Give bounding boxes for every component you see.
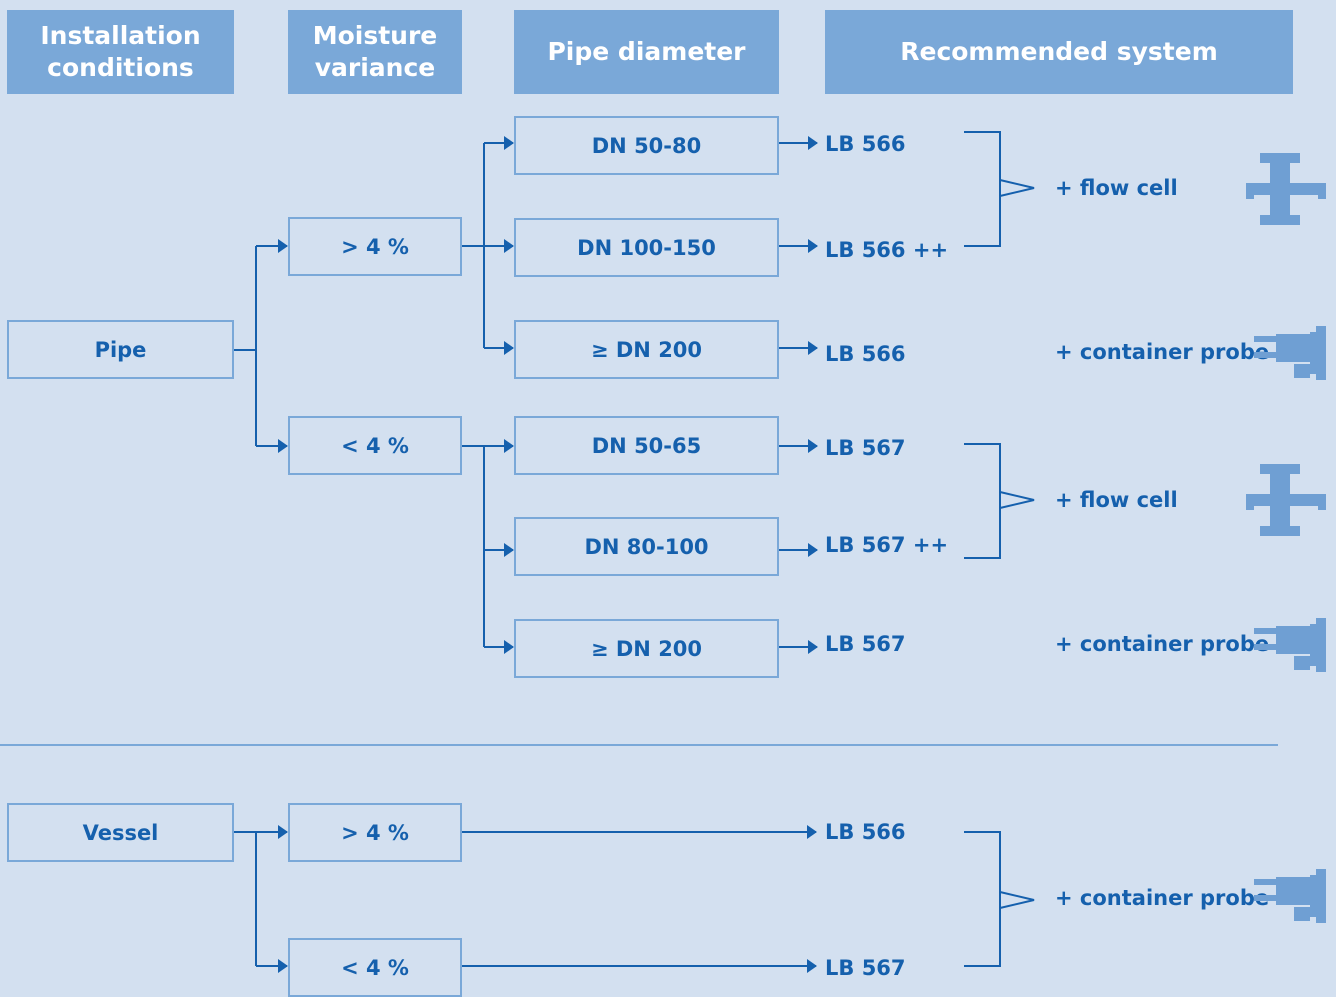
header-installation-line1: Installation — [40, 21, 201, 50]
pipe-moisture-high-box: > 4 % — [288, 217, 462, 276]
header-installation-line2: conditions — [47, 53, 194, 82]
system-label: LB 566 — [825, 132, 906, 156]
container-probe-icon — [1254, 869, 1326, 923]
system-label: LB 567 — [825, 956, 906, 980]
accessory-flow-cell: + flow cell — [1055, 488, 1178, 512]
header-installation-conditions: Installation conditions — [7, 10, 234, 94]
accessory-container-probe: + container probe — [1055, 632, 1270, 656]
vessel-moisture-high-box: > 4 % — [288, 803, 462, 862]
diameter-box: DN 100-150 — [514, 218, 779, 277]
header-recommended-system: Recommended system — [825, 10, 1293, 94]
flow-cell-icon — [1246, 464, 1326, 536]
header-moisture-line1: Moisture — [312, 21, 438, 50]
system-label: LB 567 — [825, 436, 906, 460]
diameter-box: DN 80-100 — [514, 517, 779, 576]
accessory-container-probe: + container probe — [1055, 886, 1270, 910]
diameter-box: DN 50-80 — [514, 116, 779, 175]
diameter-box: ≥ DN 200 — [514, 320, 779, 379]
accessory-flow-cell: + flow cell — [1055, 176, 1178, 200]
system-label: LB 567 ++ — [825, 533, 949, 557]
system-label: LB 566 — [825, 820, 906, 844]
header-pipe-diameter: Pipe diameter — [514, 10, 779, 94]
diameter-box: DN 50-65 — [514, 416, 779, 475]
vessel-box: Vessel — [7, 803, 234, 862]
pipe-moisture-low-box: < 4 % — [288, 416, 462, 475]
vessel-moisture-low-box: < 4 % — [288, 938, 462, 997]
header-moisture-variance: Moisture variance — [288, 10, 462, 94]
system-label: LB 567 — [825, 632, 906, 656]
accessory-container-probe: + container probe — [1055, 340, 1270, 364]
system-label: LB 566 — [825, 342, 906, 366]
system-label: LB 566 ++ — [825, 238, 949, 262]
diameter-box: ≥ DN 200 — [514, 619, 779, 678]
container-probe-icon — [1254, 326, 1326, 380]
flow-cell-icon — [1246, 153, 1326, 225]
container-probe-icon — [1254, 618, 1326, 672]
header-moisture-line2: variance — [314, 53, 436, 82]
pipe-box: Pipe — [7, 320, 234, 379]
